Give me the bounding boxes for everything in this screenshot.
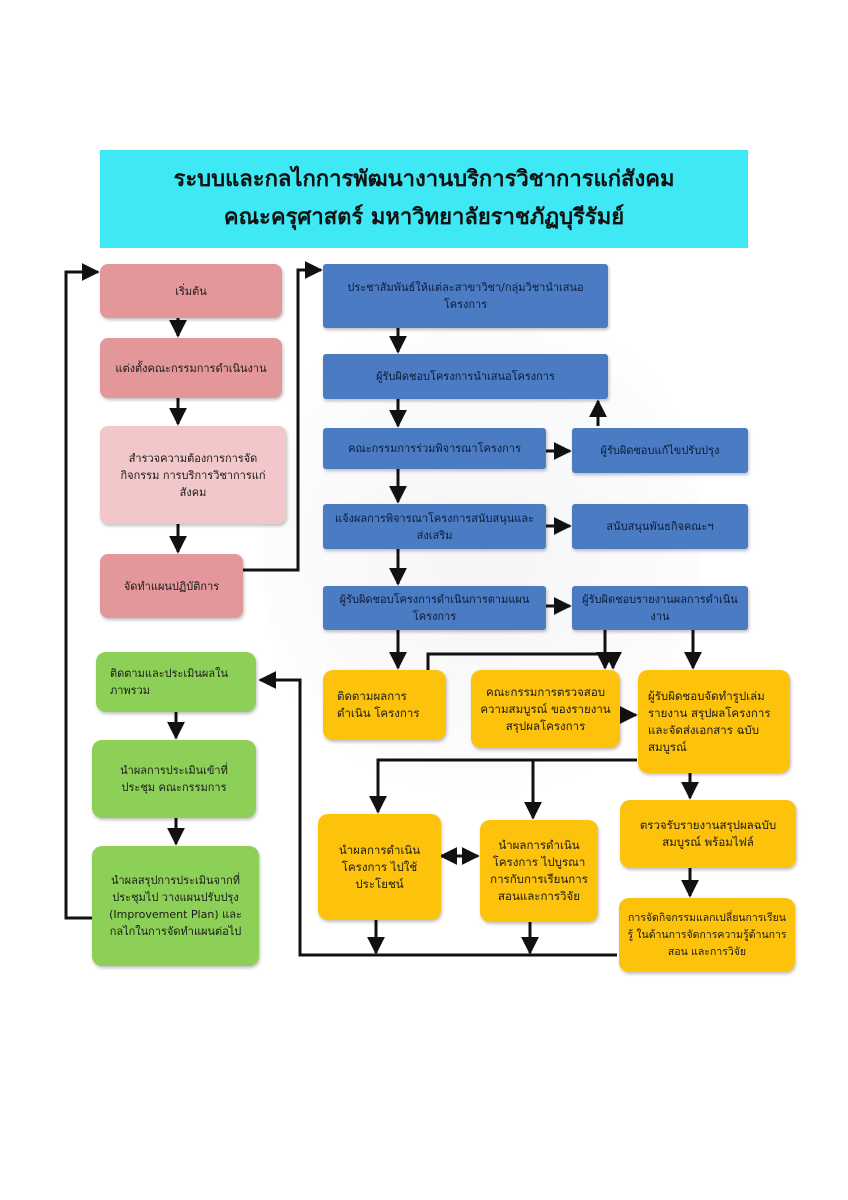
node-committee-review: คณะกรรมการร่วมพิจารณาโครงการ [323,428,546,469]
node-support-mission: สนับสนุนพันธกิจคณะฯ [572,504,748,549]
node-knowledge-exchange: การจัดกิจกรรมแลกเปลี่ยนการเรียนรู้ ในด้า… [619,898,795,972]
node-integrate-teaching: นำผลการดำเนินโครงการ ไปบูรณาการกับการเรี… [480,820,598,922]
node-improvement-plan: นำผลสรุปการประเมินจากที่ประชุมไป วางแผนป… [92,846,259,966]
node-owner-revise: ผู้รับผิดชอบแก้ไขปรับปรุง [572,428,748,473]
node-monitor-result: ติดตามผลการดำเนิน โครงการ [323,670,446,740]
title-line-1: ระบบและกลไกการพัฒนางานบริการวิชาการแก่สั… [173,167,675,192]
node-survey-needs: สำรวจความต้องการการจัดกิจกรรม การบริการว… [100,426,286,524]
node-receive-report: ตรวจรับรายงานสรุปผลฉบับสมบูรณ์ พร้อมไฟล์ [620,800,796,868]
node-apply-results: นำผลการดำเนินโครงการ ไปใช้ประโยชน์ [318,814,441,920]
node-prepare-report: ผู้รับผิดชอบจัดทำรูปเล่มรายงาน สรุปผลโคร… [638,670,790,773]
node-overall-eval: ติดตามและประเมินผลในภาพรวม [96,652,256,712]
node-report-result: ผู้รับผิดชอบรายงานผลการดำเนินงาน [572,586,748,630]
title-banner: ระบบและกลไกการพัฒนางานบริการวิชาการแก่สั… [100,150,748,248]
node-implement-plan: ผู้รับผิดชอบโครงการดำเนินการตามแผนโครงกา… [323,586,546,630]
node-announce-proposal: ประชาสัมพันธ์ให้แต่ละสาขาวิชา/กลุ่มวิชาน… [323,264,608,328]
node-present-meeting: นำผลการประเมินเข้าที่ประชุม คณะกรรมการ [92,740,256,818]
title-line-2: คณะครุศาสตร์ มหาวิทยาลัยราชภัฏบุรีรัมย์ [223,205,625,230]
node-appoint-committee: แต่งตั้งคณะกรรมการดำเนินงาน [100,338,282,398]
node-proposal-owner: ผู้รับผิดชอบโครงการนำเสนอโครงการ [323,354,608,399]
node-start: เริ่มต้น [100,264,282,318]
node-notify-result: แจ้งผลการพิจารณาโครงการสนับสนุนและส่งเสร… [323,504,546,549]
node-check-completeness: คณะกรรมการตรวจสอบความสมบูรณ์ ของรายงานสร… [471,670,620,748]
node-action-plan: จัดทำแผนปฏิบัติการ [100,554,243,618]
